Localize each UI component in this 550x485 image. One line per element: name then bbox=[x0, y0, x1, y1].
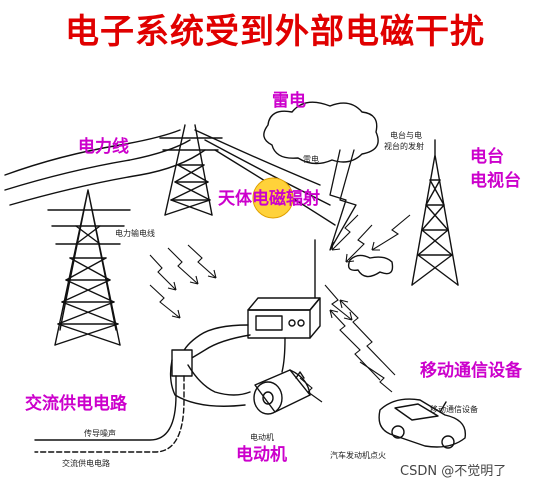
power-tower-left-icon bbox=[47, 189, 131, 346]
label-power-line: 电力线 bbox=[78, 137, 129, 157]
cloud-icon bbox=[263, 101, 379, 165]
junction-box-icon bbox=[171, 349, 193, 377]
ground-splash-icon bbox=[347, 254, 394, 278]
power-tower-right-icon bbox=[159, 124, 223, 216]
electric-motor-icon bbox=[253, 369, 311, 415]
label-broadcast-line1: 电台 bbox=[470, 147, 504, 167]
label-motor: 电动机 bbox=[236, 445, 287, 465]
small-label-ac-supply: 交流供电电路 bbox=[62, 459, 110, 468]
label-cosmic-radiation: 天体电磁辐射 bbox=[218, 189, 320, 209]
small-label-car-ignition: 汽车发动机点火 bbox=[330, 451, 386, 460]
electronic-device-icon bbox=[247, 297, 321, 339]
label-ac-circuit: 交流供电电路 bbox=[25, 394, 127, 414]
small-label-tower-line1: 电台与电 bbox=[390, 131, 422, 140]
small-label-tower-line2: 视台的发射 bbox=[384, 142, 424, 151]
small-label-power-line: 电力输电线 bbox=[115, 229, 155, 238]
label-lightning: 雷电 bbox=[272, 91, 306, 111]
device-cables bbox=[181, 324, 286, 373]
lightning-bolt-icon bbox=[329, 149, 357, 251]
broadcast-tower-icon bbox=[411, 139, 459, 286]
small-label-motor: 电动机 bbox=[250, 433, 274, 442]
small-label-lightning: 雷电 bbox=[303, 155, 319, 164]
label-mobile-devices: 移动通信设备 bbox=[420, 361, 522, 381]
interference-arrows bbox=[149, 214, 411, 403]
car-icon bbox=[378, 398, 467, 449]
celestial-sun-icon bbox=[252, 177, 294, 219]
label-broadcast-line2: 电视台 bbox=[470, 171, 521, 191]
small-label-conducted-noise: 传导噪声 bbox=[84, 429, 116, 438]
watermark: CSDN @不觉明了 bbox=[400, 464, 507, 479]
page-title: 电子系统受到外部电磁干扰 bbox=[65, 12, 485, 52]
small-label-mobile: 移动通信设备 bbox=[430, 405, 478, 414]
ac-supply-wiring bbox=[34, 359, 251, 453]
